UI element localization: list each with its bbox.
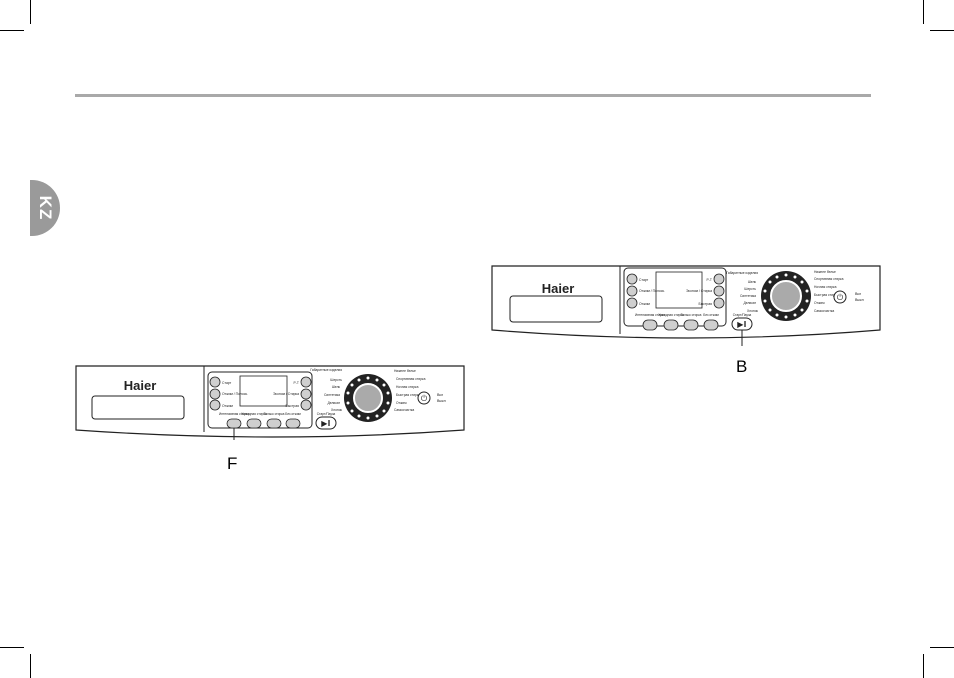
bottom-button-4-label: Без отжим	[285, 412, 301, 416]
program-label: Габаритные изделия	[726, 271, 758, 275]
button-left-2[interactable]	[626, 285, 638, 297]
bottom-button-2-label: Холодная стирка	[241, 412, 266, 416]
power-button[interactable]	[417, 391, 431, 405]
crop-mark	[930, 647, 954, 648]
callout-label-f: F	[227, 454, 238, 473]
button-left-1[interactable]	[626, 273, 638, 285]
power-off-label: Выкл	[855, 298, 864, 302]
power-icon: ⏻	[421, 394, 428, 403]
power-off-label: Выкл	[437, 399, 446, 403]
crop-mark	[0, 30, 24, 31]
button-right-3[interactable]	[300, 399, 312, 411]
cold-wash-button[interactable]	[663, 319, 679, 331]
intensive-wash-button[interactable]	[226, 418, 242, 429]
language-tab: KZ	[30, 180, 60, 236]
button-left-2-label: Отжим / Полоск.	[639, 289, 665, 293]
callout-label-b: B	[736, 357, 748, 376]
button-right-3-label: Быстрая	[285, 404, 299, 408]
program-label: Быстрая стирка	[396, 393, 420, 397]
control-panel-left: Haier Старт Отжим / Полоск. Отжим Р-Т Эк…	[75, 365, 465, 440]
button-right-1[interactable]	[300, 376, 312, 388]
program-label: Самоочистка	[814, 309, 834, 313]
crop-mark	[930, 30, 954, 31]
program-label: Отжим	[396, 401, 407, 405]
program-label: Шерсть	[744, 287, 756, 291]
button-right-2-label: Эконом / Стирка	[686, 289, 712, 293]
brand-logo: Haier	[124, 378, 157, 393]
wash-only-button[interactable]	[683, 319, 699, 331]
program-label: Отжим	[814, 301, 825, 305]
button-left-3-label: Отжим	[222, 404, 233, 408]
program-label: Нижнее белье	[394, 369, 416, 373]
button-right-2-label: Эконом / Стирка	[273, 392, 299, 396]
button-left-1-label: Старт	[639, 278, 649, 282]
program-label: Габаритные изделия	[310, 368, 342, 372]
program-dial-knob[interactable]	[770, 280, 802, 312]
play-pause-icon: ▶‖	[321, 419, 330, 428]
program-label: Синтетика	[740, 294, 756, 298]
wash-only-button[interactable]	[266, 418, 282, 429]
button-left-2[interactable]	[209, 388, 221, 400]
program-label: Шелк	[332, 385, 341, 389]
crop-mark	[0, 647, 24, 648]
program-label: Спортивная стирка	[396, 377, 426, 381]
program-label: Шерсть	[330, 378, 342, 382]
bottom-button-3-label: Только стирка	[264, 412, 285, 416]
control-panel-right: Haier Старт Отжим / Полоск. Отжим Р-Т Эк…	[491, 265, 881, 346]
power-icon: ⏻	[837, 293, 844, 302]
program-dial-knob[interactable]	[353, 383, 383, 413]
button-left-1-label: Старт	[222, 381, 232, 385]
language-tab-label: KZ	[36, 195, 55, 221]
bottom-button-3-label: Только стирка	[681, 313, 702, 317]
cold-wash-button[interactable]	[246, 418, 262, 429]
power-on-label: Вкл	[855, 292, 861, 296]
button-right-1[interactable]	[713, 273, 725, 285]
power-button[interactable]	[833, 290, 847, 304]
play-pause-icon: ▶‖	[737, 320, 746, 329]
program-label: Самоочистка	[394, 408, 414, 412]
intensive-wash-button[interactable]	[642, 319, 658, 331]
button-left-3[interactable]	[209, 399, 221, 411]
button-right-3[interactable]	[713, 297, 725, 309]
button-right-1-label: Р-Т	[707, 278, 712, 282]
program-label: Синтетика	[324, 393, 340, 397]
button-left-1[interactable]	[209, 376, 221, 388]
start-pause-button[interactable]	[315, 416, 337, 430]
no-spin-button[interactable]	[285, 418, 301, 429]
program-label: Шелк	[748, 280, 757, 284]
power-on-label: Вкл	[437, 393, 443, 397]
bottom-button-1-label: Интенсивная стирка	[219, 412, 249, 416]
bottom-button-2-label: Холодная стирка	[658, 313, 683, 317]
control-panel-figure-left: Haier Старт Отжим / Полоск. Отжим Р-Т Эк…	[74, 360, 466, 440]
button-right-1-label: Р-Т	[294, 381, 299, 385]
program-label: Деликат	[327, 401, 340, 405]
start-pause-label: Старт/Пауза	[733, 313, 752, 317]
button-right-2[interactable]	[713, 285, 725, 297]
program-label: Быстрая стирка	[814, 293, 838, 297]
program-label: Ночная стирка	[814, 285, 837, 289]
no-spin-button[interactable]	[703, 319, 719, 331]
button-left-3[interactable]	[626, 297, 638, 309]
crop-mark	[30, 654, 31, 678]
program-label: Нижнее белье	[814, 270, 836, 274]
button-right-3-label: Быстрая	[698, 302, 712, 306]
program-label: Ночная стирка	[396, 385, 419, 389]
button-left-2-label: Отжим / Полоск.	[222, 392, 248, 396]
program-label: Деликат	[743, 301, 756, 305]
program-label: Спортивная стирка	[814, 277, 844, 281]
button-left-3-label: Отжим	[639, 302, 650, 306]
crop-mark	[30, 0, 31, 24]
program-label: Хлопок	[331, 408, 343, 412]
button-right-2[interactable]	[300, 388, 312, 400]
start-pause-label: Старт/Пауза	[317, 412, 336, 416]
crop-mark	[923, 654, 924, 678]
control-panel-figure-right: Haier Старт Отжим / Полоск. Отжим Р-Т Эк…	[490, 262, 882, 346]
brand-logo: Haier	[542, 281, 575, 296]
crop-mark	[923, 0, 924, 24]
header-rule	[75, 94, 871, 97]
program-label: Хлопок	[747, 309, 759, 313]
bottom-button-1-label: Интенсивная стирка	[635, 313, 665, 317]
bottom-button-4-label: Без отжим	[703, 313, 719, 317]
